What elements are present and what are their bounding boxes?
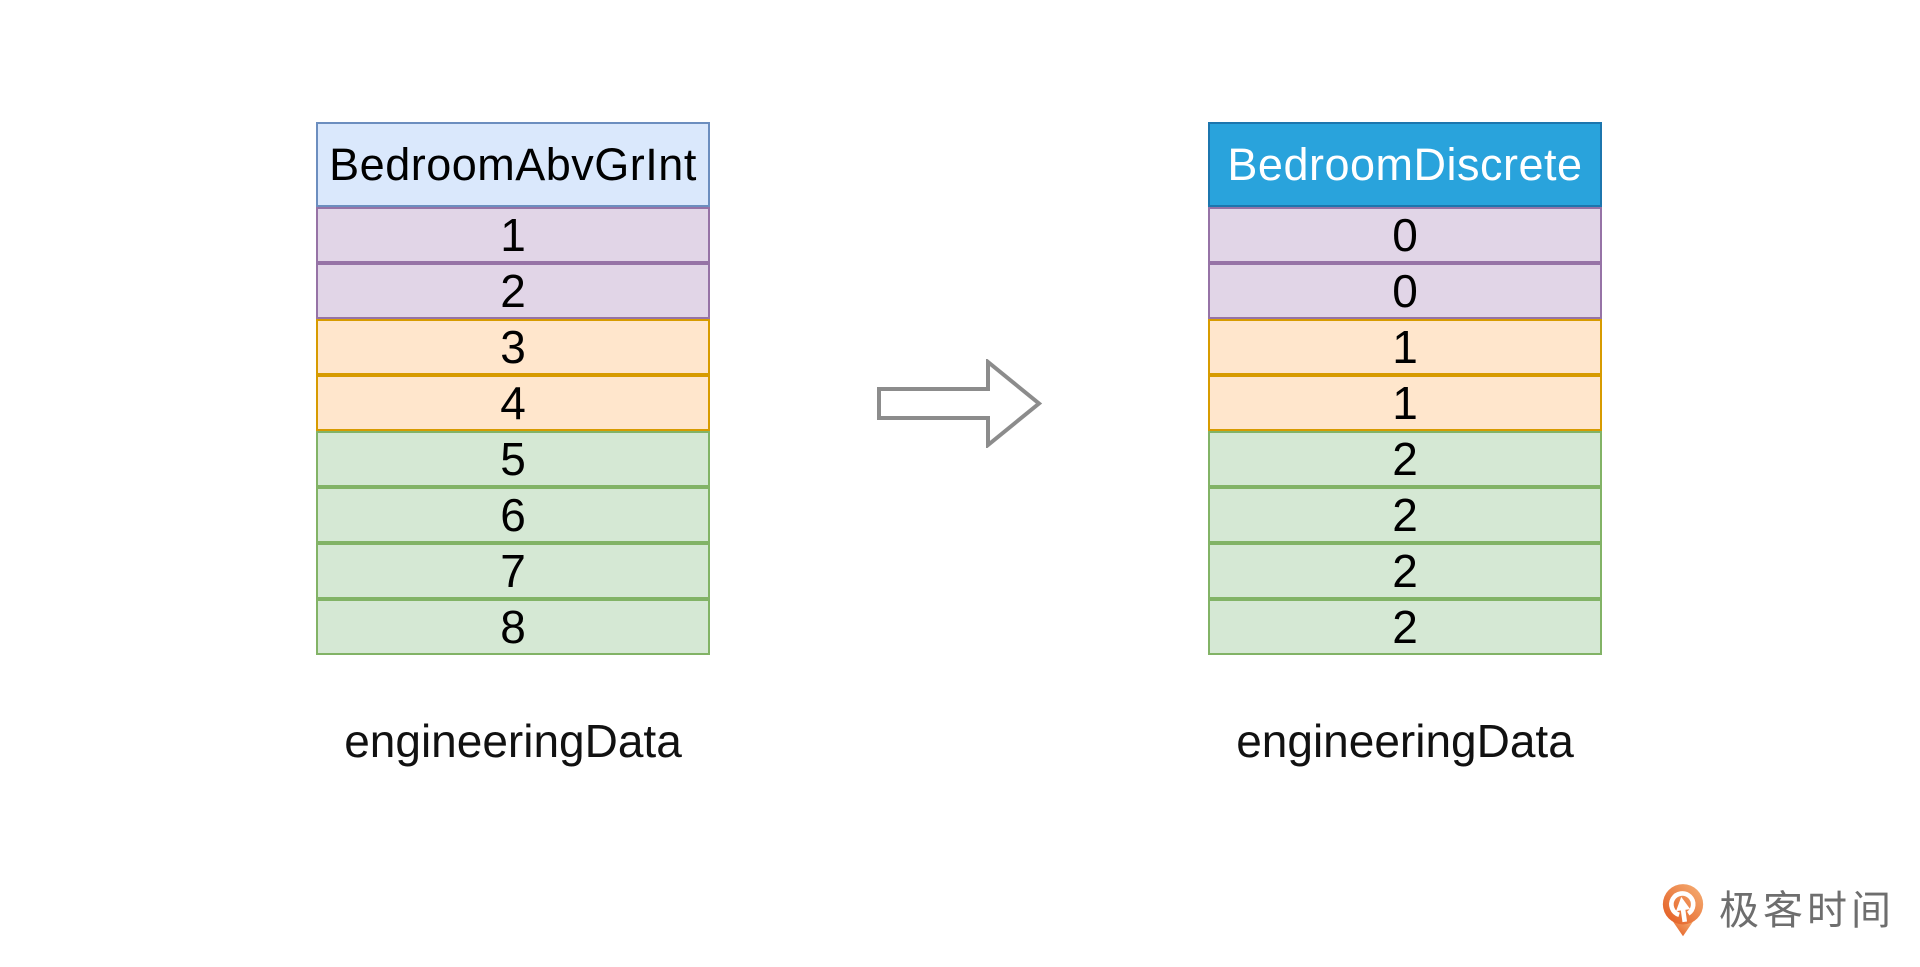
table-row: 8 <box>316 599 710 655</box>
table-row: 2 <box>1208 431 1602 487</box>
table-row: 7 <box>316 543 710 599</box>
table-row: 2 <box>1208 543 1602 599</box>
table-row: 1 <box>1208 319 1602 375</box>
caption-after-table: engineeringData <box>1236 715 1574 767</box>
table-row: 3 <box>316 319 710 375</box>
table-row: 1 <box>316 207 710 263</box>
table-row: 2 <box>1208 599 1602 655</box>
table-row: 1 <box>1208 375 1602 431</box>
table-row: 4 <box>316 375 710 431</box>
table-row: 0 <box>1208 207 1602 263</box>
table-row: 6 <box>316 487 710 543</box>
geektime-pin-icon <box>1662 884 1704 937</box>
geektime-logo-text: 极客时间 <box>1719 889 1895 933</box>
geektime-logo: 极客时间 <box>1662 884 1895 938</box>
column-header-bedroom-abv-gr-int: BedroomAbvGrInt <box>316 122 710 207</box>
transform-arrow-icon <box>877 357 1043 450</box>
table-row: 2 <box>316 263 710 319</box>
table-row: 5 <box>316 431 710 487</box>
caption-before-table: engineeringData <box>344 715 682 767</box>
column-header-bedroom-discrete: BedroomDiscrete <box>1208 122 1602 207</box>
table-row: 2 <box>1208 487 1602 543</box>
table-row: 0 <box>1208 263 1602 319</box>
